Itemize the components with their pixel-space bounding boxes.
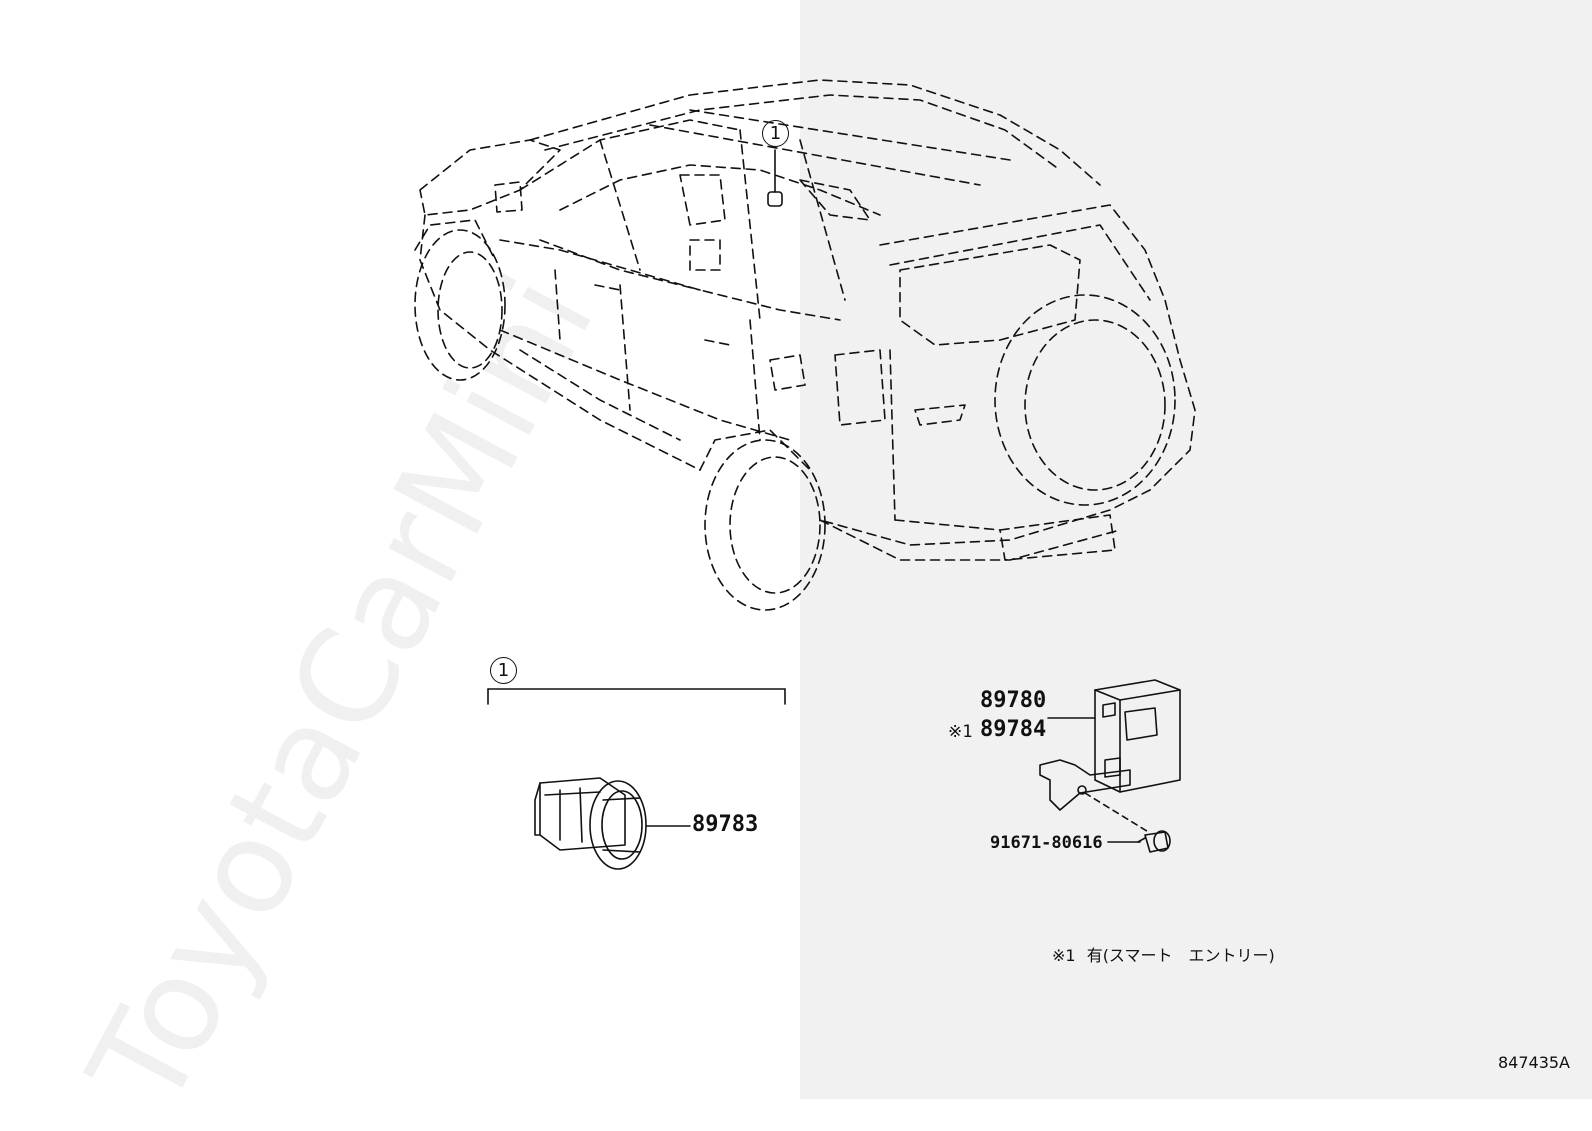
vehicle-callout-1: 1: [762, 120, 789, 147]
switch-drawing: [534, 777, 691, 870]
group-bracket: [487, 688, 786, 705]
ecu-drawing: [1039, 679, 1181, 834]
diagram-id: 847435A: [1497, 1053, 1570, 1072]
group-callout-1: 1: [490, 657, 517, 684]
vehicle-switch-marker: [767, 149, 783, 207]
parts-diagram: [414, 79, 1196, 870]
note-mark: ※1: [1052, 946, 1076, 965]
note-text: 有(スマート エントリー): [1086, 946, 1275, 965]
vehicle-outline: [414, 79, 1196, 611]
part-mark-89784: ※1: [948, 722, 973, 742]
part-label-89783: 89783: [692, 812, 759, 837]
part-label-89784: 89784: [980, 717, 1047, 742]
bolt-drawing: [1107, 830, 1171, 853]
part-label-91671-80616: 91671-80616: [990, 833, 1103, 853]
note-line: ※1 有(スマート エントリー): [1052, 942, 1275, 966]
part-label-89780: 89780: [980, 688, 1047, 713]
right-panel-background: [800, 0, 1592, 1099]
